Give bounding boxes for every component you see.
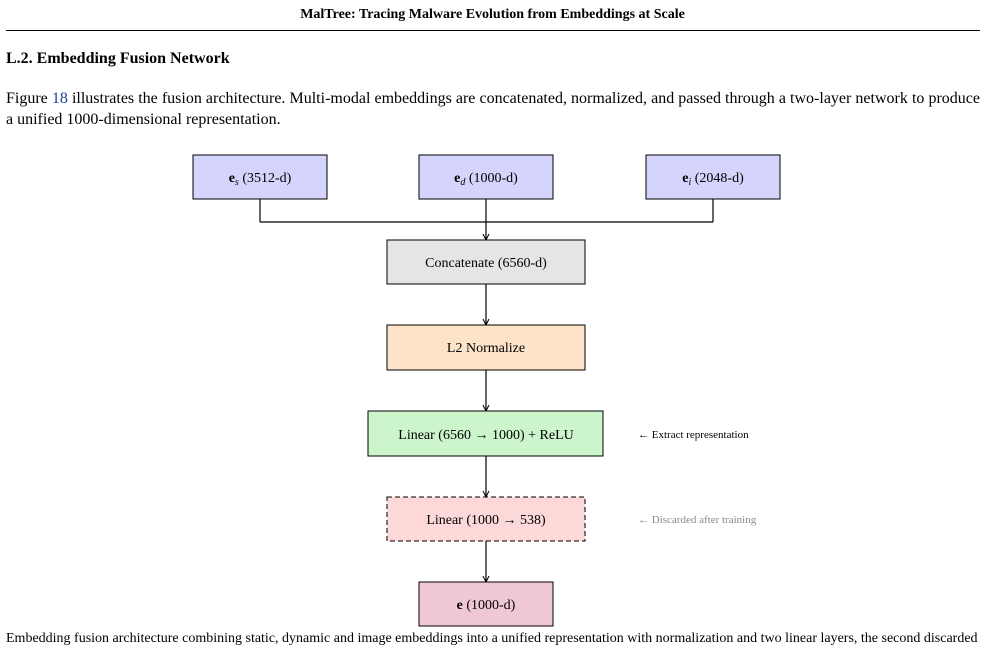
concatenate-box-rect [386, 239, 586, 285]
output-symbol: e [457, 598, 463, 613]
output-embedding-box: e (1000-d) [418, 581, 554, 627]
input-box-static-rect [192, 154, 328, 200]
l2-normalize-box: L2 Normalize [386, 324, 586, 371]
connectors [259, 199, 714, 582]
input-box-dynamic-label: ed (1000-d) [454, 171, 518, 188]
discarded-after-training-note: ← Discarded after training [638, 514, 757, 526]
input-box-image: ei (2048-d) [645, 154, 781, 200]
concatenate-label: Concatenate (6560-d) [425, 256, 547, 271]
input-image-symbol: e [682, 171, 688, 186]
paragraph-lead-text: Figure [6, 90, 52, 107]
figure-reference-link[interactable]: 18 [51, 90, 68, 107]
paragraph-main-text: illustrates the fusion architecture. Mul… [6, 90, 980, 128]
input-static-dims: (3512-d) [239, 171, 292, 186]
running-header: MalTree: Tracing Malware Evolution from … [300, 7, 685, 22]
input-dynamic-symbol: e [454, 171, 460, 186]
output-embedding-rect [418, 581, 554, 627]
input-image-subscript: i [688, 177, 691, 188]
input-box-dynamic-rect [418, 154, 554, 200]
input-dynamic-dims: (1000-d) [465, 171, 518, 186]
input-box-image-label: ei (2048-d) [682, 171, 744, 188]
input-box-static: es (3512-d) [192, 154, 328, 200]
linear-layer-1-rect [367, 410, 604, 457]
section-heading: L.2. Embedding Fusion Network [6, 50, 230, 67]
input-box-static-label: es (3512-d) [229, 171, 292, 188]
input-dynamic-subscript: d [460, 177, 466, 188]
figure-caption: Embedding fusion architecture combining … [6, 631, 978, 646]
linear-layer-2-rect [386, 496, 586, 542]
input-box-image-rect [645, 154, 781, 200]
input-static-symbol: e [229, 171, 235, 186]
output-dims: (1000-d) [463, 598, 516, 613]
extract-representation-note: ← Extract representation [638, 429, 749, 441]
output-embedding-label: e (1000-d) [457, 598, 516, 613]
linear-layer-2-label: Linear (1000 → 538) [426, 513, 546, 528]
l2-normalize-box-rect [386, 324, 586, 371]
linear-layer-2-box: Linear (1000 → 538) [386, 496, 586, 542]
input-box-dynamic: ed (1000-d) [418, 154, 554, 200]
linear-layer-1-label: Linear (6560 → 1000) + ReLU [398, 428, 573, 443]
input-static-subscript: s [235, 177, 239, 188]
linear-layer-1-box: Linear (6560 → 1000) + ReLU [367, 410, 604, 457]
concatenate-box: Concatenate (6560-d) [386, 239, 586, 285]
header-rule [6, 30, 980, 31]
l2-normalize-label: L2 Normalize [447, 341, 525, 356]
body-paragraph: Figure 18 illustrates the fusion archite… [6, 88, 980, 130]
input-image-dims: (2048-d) [691, 171, 744, 186]
